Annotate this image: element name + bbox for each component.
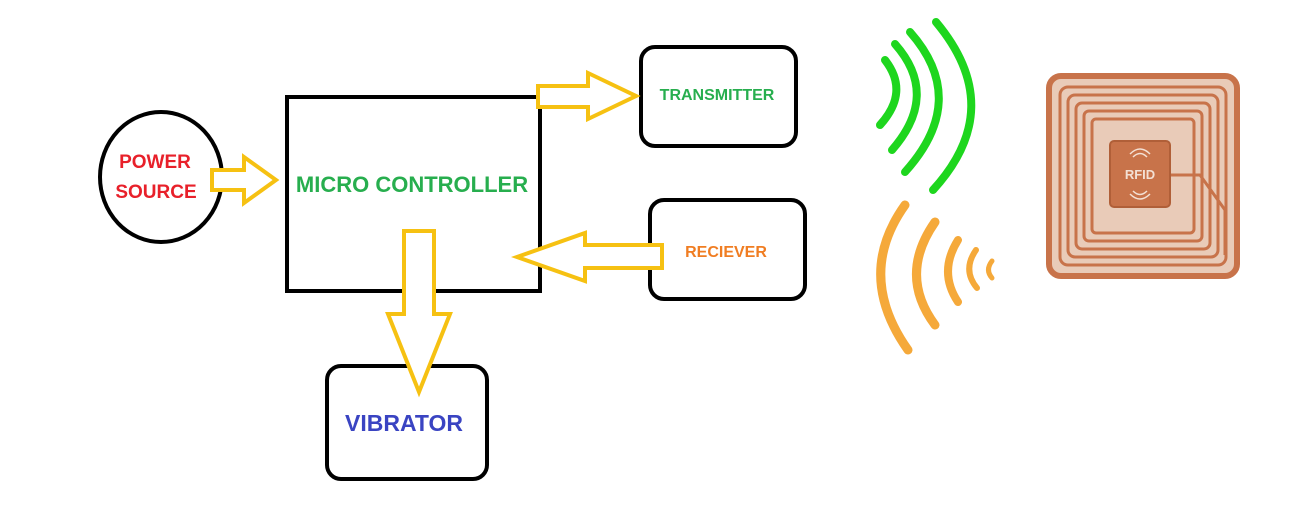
power-source-node <box>98 110 224 244</box>
power-source-label-line1: POWER <box>119 152 191 173</box>
receive-signal-waves-icon <box>876 200 995 355</box>
transmit-signal-waves-icon <box>876 18 976 194</box>
transmitter-block <box>639 45 798 148</box>
arrow-power-to-controller <box>210 153 280 207</box>
arrow-controller-to-vibrator <box>385 229 453 398</box>
arrow-receiver-to-controller <box>510 230 664 284</box>
transmitter-label: TRANSMITTER <box>660 87 775 104</box>
power-source-label-line2: SOURCE <box>115 182 196 203</box>
receiver-label: RECIEVER <box>685 244 767 261</box>
rfid-tag-icon: RFID <box>1046 73 1240 279</box>
arrow-controller-to-transmitter <box>536 69 641 123</box>
vibrator-label: VIBRATOR <box>345 410 463 436</box>
micro-controller-label: MICRO CONTROLLER <box>296 172 528 197</box>
rfid-tag-label: RFID <box>1125 167 1155 182</box>
